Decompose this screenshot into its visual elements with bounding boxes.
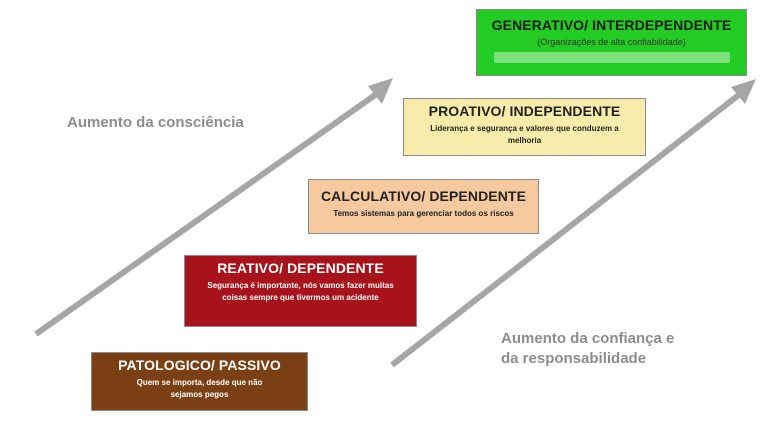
trust-label-line2: da responsabilidade (501, 350, 647, 367)
level-calculative-description: Temos sistemas para gerenciar todos os r… (333, 209, 514, 218)
level-generative-description: (Organizações de alta confiabilidade) (537, 37, 686, 47)
level-proactive-box: PROATIVO/ INDEPENDENTE Liderança e segur… (403, 98, 646, 156)
level-calculative-title: CALCULATIVO/ DEPENDENTE (320, 188, 527, 204)
awareness-arrow-shaft (34, 90, 380, 337)
level-proactive-description: Liderança e segurança e valores que cond… (430, 124, 619, 145)
level-pathological-box: PATOLOGICO/ PASSIVO Quem se importa, des… (91, 352, 308, 411)
level-reactive-title: REATIVO/ DEPENDENTE (217, 260, 384, 276)
level-generative-title: GENERATIVO/ INTERDEPENDENTE (491, 17, 732, 33)
level-calculative-box: CALCULATIVO/ DEPENDENTE Temos sistemas p… (308, 179, 539, 234)
trust-arrow-head (731, 79, 756, 104)
level-reactive-box: REATIVO/ DEPENDENTE Segurança é importan… (184, 255, 417, 327)
trust-label-line1: Aumento da confiança e (501, 330, 675, 347)
trust-arrow-shaft (390, 91, 742, 368)
level-pathological-title: PATOLOGICO/ PASSIVO (118, 357, 281, 373)
generative-highlight-bar (493, 52, 730, 63)
awareness-label: Aumento da consciência (67, 114, 244, 131)
level-pathological-description: Quem se importa, desde que não sejamos p… (136, 378, 263, 399)
awareness-arrow-head (368, 78, 393, 104)
level-proactive-title: PROATIVO/ INDEPENDENTE (428, 103, 621, 119)
level-generative-box: GENERATIVO/ INTERDEPENDENTE (Organizaçõe… (476, 9, 747, 76)
level-reactive-description: Segurança é importante, nós vamos fazer … (207, 281, 394, 302)
